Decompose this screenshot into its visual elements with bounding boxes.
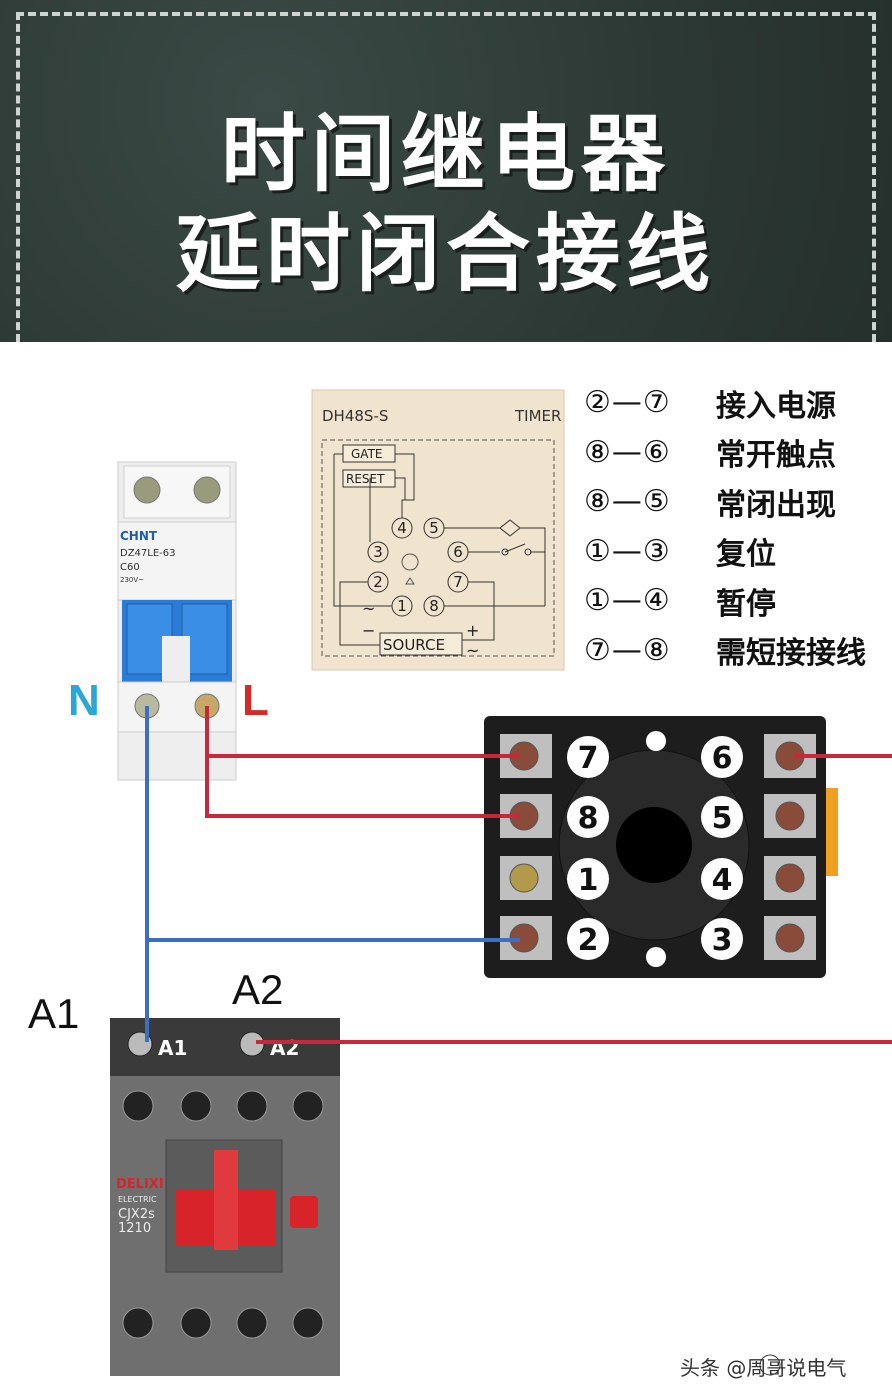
contactor-a1-terminal: A1 [158,1036,187,1060]
breaker-brand: CHNT [120,529,158,543]
timer-pin-8: 8 [429,597,439,615]
timer-type: TIMER [514,407,561,425]
legend-desc: 常闭出现 [716,487,836,523]
title-line-2: 延时闭合接线 [175,205,716,303]
timer-pin-6: 6 [453,543,463,561]
legend-row: ⑧—⑥ 常开触点 [584,428,884,478]
legend-row: ②—⑦ 接入电源 [584,378,884,428]
legend-desc: 接入电源 [716,388,836,424]
legend-row: ⑦—⑧ 需短接接线 [584,626,884,676]
contactor-a2-terminal: A2 [270,1036,299,1060]
timer-pins: 4 5 3 6 2 7 1 8 [367,517,469,617]
timer-model: DH48S-S [322,407,388,425]
live-label: L [242,676,269,725]
legend-pair: ①—③ [584,533,671,569]
a1-label: A1 [28,990,80,1037]
socket-pin-8: 8 [578,801,599,836]
timer-pin-5: 5 [429,519,439,537]
wires [145,706,892,1044]
source-tilde-left: ~ [362,599,375,618]
source-tilde-right: ~ [466,641,479,660]
legend-pair: ⑧—⑤ [584,484,671,520]
timer-pin-1: 1 [397,597,407,615]
socket-pin-4: 4 [712,863,733,898]
socket-pin-2: 2 [578,923,599,958]
socket-pin-3: 3 [712,923,733,958]
legend-row: ①—④ 暂停 [584,576,884,626]
legend-pair: ⑦—⑧ [584,632,671,668]
legend-row: ①—③ 复位 [584,527,884,577]
gate-label: GATE [351,447,383,461]
neutral-label: N [68,676,100,725]
title-line-1: 时间继电器 [220,105,671,203]
socket-pin-labels: 7 8 1 2 6 5 4 3 [567,736,743,960]
legend-desc: 需短接接线 [716,636,866,672]
legend-desc: 常开触点 [716,438,836,474]
source-label: SOURCE [383,636,445,654]
reset-label: RESET [346,472,385,486]
timer-pin-3: 3 [373,543,383,561]
source-minus: − [362,621,375,640]
title-banner: 时间继电器 延时闭合接线 [0,0,892,342]
timer-schematic: DH48S-S TIMER GATE RESET 4 5 3 6 2 7 1 8 [311,389,565,671]
legend-pair: ①—④ [584,583,671,619]
a2-label: A2 [232,966,284,1013]
socket-pin-6: 6 [712,741,733,776]
legend-desc: 复位 [716,537,776,573]
socket-pin-7: 7 [578,741,599,776]
terminal-legend: ②—⑦ 接入电源 ⑧—⑥ 常开触点 ⑧—⑤ 常闭出现 ①—③ 复位 ①—④ 暂停 ⑦—⑧ 需… [584,378,884,675]
breaker-model: DZ47LE-63 [120,548,176,559]
socket-pin-5: 5 [712,801,733,836]
source-plus: + [466,621,479,640]
legend-desc: 暂停 [716,586,776,622]
watermark: 头条 @周哥说电气 [680,1356,847,1380]
contactor-screws [122,1090,324,1339]
legend-pair: ②—⑦ [584,385,671,421]
legend-row: ⑧—⑤ 常闭出现 [584,477,884,527]
breaker-rating: C60 [120,562,140,573]
circuit-breaker: CHNT DZ47LE-63 C60 230V~ [117,461,237,781]
contactor-sub: ELECTRIC [118,1195,157,1204]
breaker-voltage: 230V~ [120,576,144,584]
timer-pin-4: 4 [397,519,407,537]
contactor-code: 1210 [118,1221,151,1236]
legend-pair: ⑧—⑥ [584,434,671,470]
live-wire-to-pin8 [205,756,520,818]
contactor-brand: DELIXI [116,1177,164,1192]
contactor: A1 A2 DELIXI ELECTRIC CJX2s 1210 [110,1018,340,1376]
wechat-icon [759,1354,781,1376]
relay-socket: 7 8 1 2 6 5 4 3 [484,716,838,978]
socket-screws [500,734,816,960]
timer-pin-2: 2 [373,573,383,591]
contactor-model: CJX2s [118,1207,155,1222]
socket-pin-1: 1 [578,863,599,898]
timer-pin-7: 7 [453,573,463,591]
